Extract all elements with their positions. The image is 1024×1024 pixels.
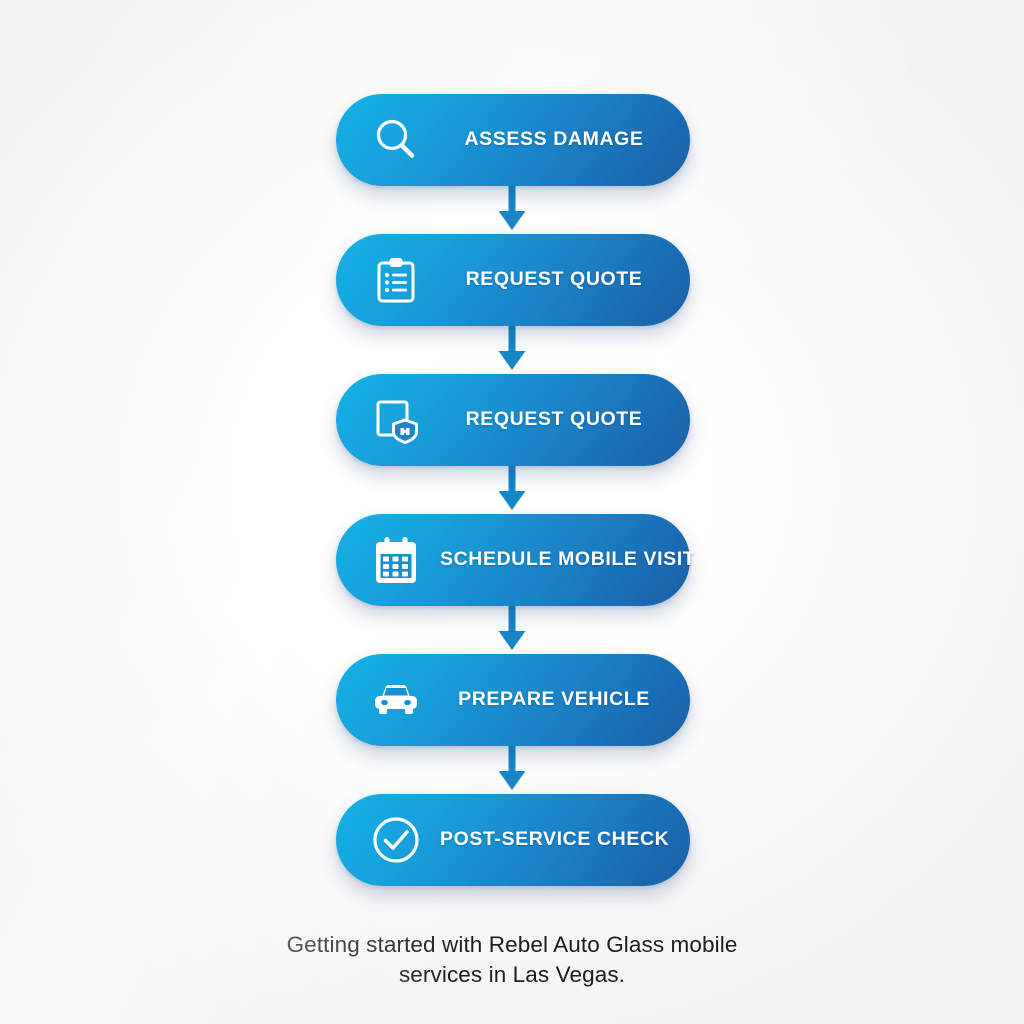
- flow-step-label: PREPARE VEHICLE: [458, 688, 650, 711]
- flow-step-label: SCHEDULE MOBILE VISIT: [440, 548, 696, 571]
- flow-step-request-quote-1[interactable]: REQUEST QUOTE: [336, 234, 690, 326]
- caption-line-1: Getting started with Rebel Auto Glass mo…: [286, 932, 738, 957]
- flow-step-post-service-check[interactable]: POST-SERVICE CHECK: [336, 794, 690, 886]
- flow-step-label: REQUEST QUOTE: [465, 268, 643, 291]
- flow-step-label: REQUEST QUOTE: [465, 408, 643, 431]
- calendar-icon: [370, 534, 422, 586]
- flowchart-caption: Getting started with Rebel Auto Glass mo…: [0, 930, 1024, 990]
- document-shield-icon: [370, 394, 422, 446]
- arrow-down-icon: [497, 746, 527, 794]
- arrow-down-icon: [497, 186, 527, 234]
- check-circle-icon: [370, 814, 422, 866]
- arrow-down-icon: [497, 606, 527, 654]
- arrow-down-icon: [497, 466, 527, 514]
- caption-line-2: services in Las Vegas.: [398, 961, 626, 987]
- flow-step-label: ASSESS DAMAGE: [464, 128, 644, 151]
- clipboard-checklist-icon: [370, 254, 422, 306]
- flow-step-assess-damage[interactable]: ASSESS DAMAGE: [336, 94, 690, 186]
- arrow-down-icon: [497, 326, 527, 374]
- flow-step-schedule-mobile-visit[interactable]: SCHEDULE MOBILE VISIT: [336, 514, 696, 606]
- flow-step-request-quote-2[interactable]: REQUEST QUOTE: [336, 374, 690, 466]
- flow-step-prepare-vehicle[interactable]: PREPARE VEHICLE: [336, 654, 690, 746]
- car-icon: [370, 674, 422, 726]
- magnifier-icon: [370, 114, 422, 166]
- flow-step-label: POST-SERVICE CHECK: [440, 828, 670, 851]
